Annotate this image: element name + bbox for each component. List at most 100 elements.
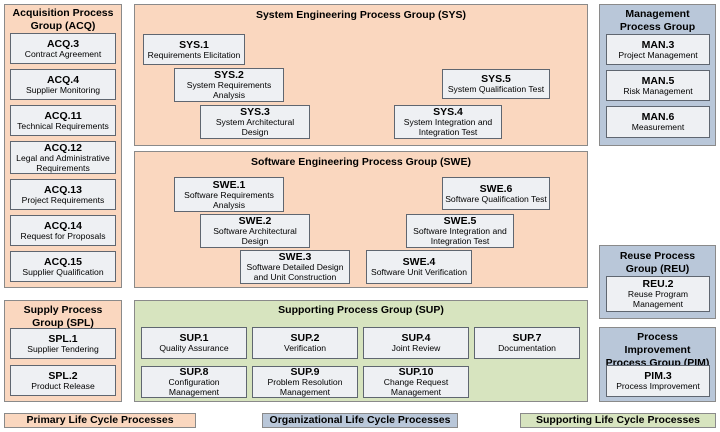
- process-description: Supplier Tendering: [27, 343, 99, 354]
- process-swe-2[interactable]: SWE.2 Software Architectural Design: [200, 214, 310, 248]
- process-description: Measurement: [631, 122, 685, 133]
- process-code: ACQ.4: [46, 73, 80, 86]
- process-acq-11[interactable]: ACQ.11 Technical Requirements: [10, 105, 116, 136]
- process-description: Reuse Program Management: [627, 289, 689, 309]
- process-description: System Architectural Design: [215, 117, 295, 137]
- process-description: Problem Resolution Management: [267, 377, 343, 397]
- process-code: SUP.9: [290, 366, 320, 379]
- process-man-6[interactable]: MAN.6 Measurement: [606, 106, 710, 138]
- process-code: ACQ.11: [44, 109, 82, 122]
- process-description: System Qualification Test: [447, 84, 545, 95]
- process-description: Software Qualification Test: [445, 193, 547, 204]
- process-swe-6[interactable]: SWE.6 Software Qualification Test: [442, 177, 550, 210]
- process-code: REU.2: [642, 278, 674, 291]
- process-description: Project Management: [618, 49, 698, 60]
- process-code: ACQ.15: [44, 255, 82, 268]
- process-sys-4[interactable]: SYS.4 System Integration and Integration…: [394, 105, 502, 139]
- process-code: ACQ.13: [44, 183, 82, 196]
- process-description: Software Detailed Design and Unit Constr…: [246, 262, 344, 282]
- process-description: Requirements Elicitation: [147, 49, 241, 60]
- process-acq-15[interactable]: ACQ.15 Supplier Qualification: [10, 251, 116, 282]
- process-description: Technical Requirements: [17, 120, 109, 131]
- process-sup-10[interactable]: SUP.10 Change Request Management: [363, 366, 469, 398]
- process-description: Software Unit Verification: [370, 267, 467, 278]
- process-description: Software Architectural Design: [213, 226, 297, 246]
- process-sup-9[interactable]: SUP.9 Problem Resolution Management: [252, 366, 358, 398]
- process-code: SWE.1: [212, 178, 246, 191]
- process-code: SYS.3: [240, 106, 270, 119]
- process-sys-2[interactable]: SYS.2 System Requirements Analysis: [174, 68, 284, 102]
- sup-group-title: Supporting Process Group (SUP): [278, 304, 444, 316]
- process-acq-4[interactable]: ACQ.4 Supplier Monitoring: [10, 69, 116, 100]
- process-code: MAN.5: [641, 74, 675, 87]
- process-description: Supplier Monitoring: [25, 84, 101, 95]
- process-description: Product Release: [31, 380, 95, 391]
- process-sup-2[interactable]: SUP.2 Verification: [252, 327, 358, 359]
- process-code: SWE.6: [479, 182, 513, 195]
- process-swe-3[interactable]: SWE.3 Software Detailed Design and Unit …: [240, 250, 350, 284]
- process-pim-3[interactable]: PIM.3 Process Improvement: [606, 365, 710, 397]
- sys-group-title: System Engineering Process Group (SYS): [255, 9, 467, 21]
- reu-group-title: Reuse Process Group (REU): [619, 250, 696, 275]
- process-code: SYS.5: [481, 73, 511, 86]
- process-man-3[interactable]: MAN.3 Project Management: [606, 34, 710, 65]
- process-spl-1[interactable]: SPL.1 Supplier Tendering: [10, 328, 116, 359]
- process-code: ACQ.3: [46, 37, 80, 50]
- process-code: SYS.1: [179, 38, 209, 51]
- process-description: Verification: [283, 343, 327, 354]
- process-description: Quality Assurance: [159, 343, 229, 354]
- spl-group-title: Supply Process Group (SPL): [23, 304, 103, 329]
- process-acq-3[interactable]: ACQ.3 Contract Agreement: [10, 33, 116, 64]
- process-sup-1[interactable]: SUP.1 Quality Assurance: [141, 327, 247, 359]
- process-acq-12[interactable]: ACQ.12 Legal and Administrative Requirem…: [10, 141, 116, 174]
- process-code: ACQ.14: [44, 219, 82, 232]
- process-code: SWE.4: [402, 256, 436, 269]
- process-swe-5[interactable]: SWE.5 Software Integration and Integrati…: [406, 214, 514, 248]
- process-description: Risk Management: [623, 85, 693, 96]
- process-description: Supplier Qualification: [22, 266, 104, 277]
- process-code: SUP.8: [179, 366, 209, 379]
- process-code: SWE.5: [443, 215, 477, 228]
- process-code: SWE.2: [238, 215, 272, 228]
- process-description: Joint Review: [391, 343, 441, 354]
- process-sup-4[interactable]: SUP.4 Joint Review: [363, 327, 469, 359]
- process-description: System Integration and Integration Test: [403, 117, 493, 137]
- legend-primary: Primary Life Cycle Processes: [4, 413, 196, 428]
- process-sys-1[interactable]: SYS.1 Requirements Elicitation: [143, 34, 245, 65]
- process-code: PIM.3: [644, 370, 672, 383]
- process-code: SYS.4: [433, 106, 463, 119]
- process-sup-7[interactable]: SUP.7 Documentation: [474, 327, 580, 359]
- process-reu-2[interactable]: REU.2 Reuse Program Management: [606, 276, 710, 312]
- process-description: Software Requirements Analysis: [184, 189, 274, 210]
- process-code: SUP.4: [401, 332, 431, 345]
- process-description: Request for Proposals: [20, 230, 106, 241]
- process-description: Software Integration and Integration Tes…: [413, 226, 507, 246]
- process-man-5[interactable]: MAN.5 Risk Management: [606, 70, 710, 101]
- process-description: Project Requirements: [21, 194, 105, 205]
- process-code: SPL.2: [48, 369, 78, 382]
- process-code: ACQ.12: [44, 141, 82, 154]
- process-code: SPL.1: [48, 332, 78, 345]
- process-sys-3[interactable]: SYS.3 System Architectural Design: [200, 105, 310, 139]
- process-swe-1[interactable]: SWE.1 Software Requirements Analysis: [174, 177, 284, 212]
- process-description: Contract Agreement: [24, 48, 102, 59]
- process-description: Legal and Administrative Requirements: [16, 152, 110, 173]
- process-acq-13[interactable]: ACQ.13 Project Requirements: [10, 179, 116, 210]
- process-sup-8[interactable]: SUP.8 Configuration Management: [141, 366, 247, 398]
- process-code: SYS.2: [214, 69, 244, 82]
- process-code: SUP.10: [398, 366, 434, 379]
- process-code: SWE.3: [278, 251, 312, 264]
- process-sys-5[interactable]: SYS.5 System Qualification Test: [442, 69, 550, 99]
- process-code: SUP.1: [179, 332, 209, 345]
- process-code: MAN.6: [641, 111, 675, 124]
- legend-organizational: Organizational Life Cycle Processes: [262, 413, 458, 428]
- acq-group-title: Acquisition Process Group (ACQ): [12, 7, 114, 32]
- process-acq-14[interactable]: ACQ.14 Request for Proposals: [10, 215, 116, 246]
- swe-group-title: Software Engineering Process Group (SWE): [251, 156, 471, 168]
- process-spl-2[interactable]: SPL.2 Product Release: [10, 365, 116, 396]
- process-description: Process Improvement: [616, 381, 700, 392]
- legend-supporting: Supporting Life Cycle Processes: [520, 413, 716, 428]
- process-description: System Requirements Analysis: [186, 80, 272, 100]
- process-description: Change Request Management: [383, 377, 449, 397]
- process-swe-4[interactable]: SWE.4 Software Unit Verification: [366, 250, 472, 284]
